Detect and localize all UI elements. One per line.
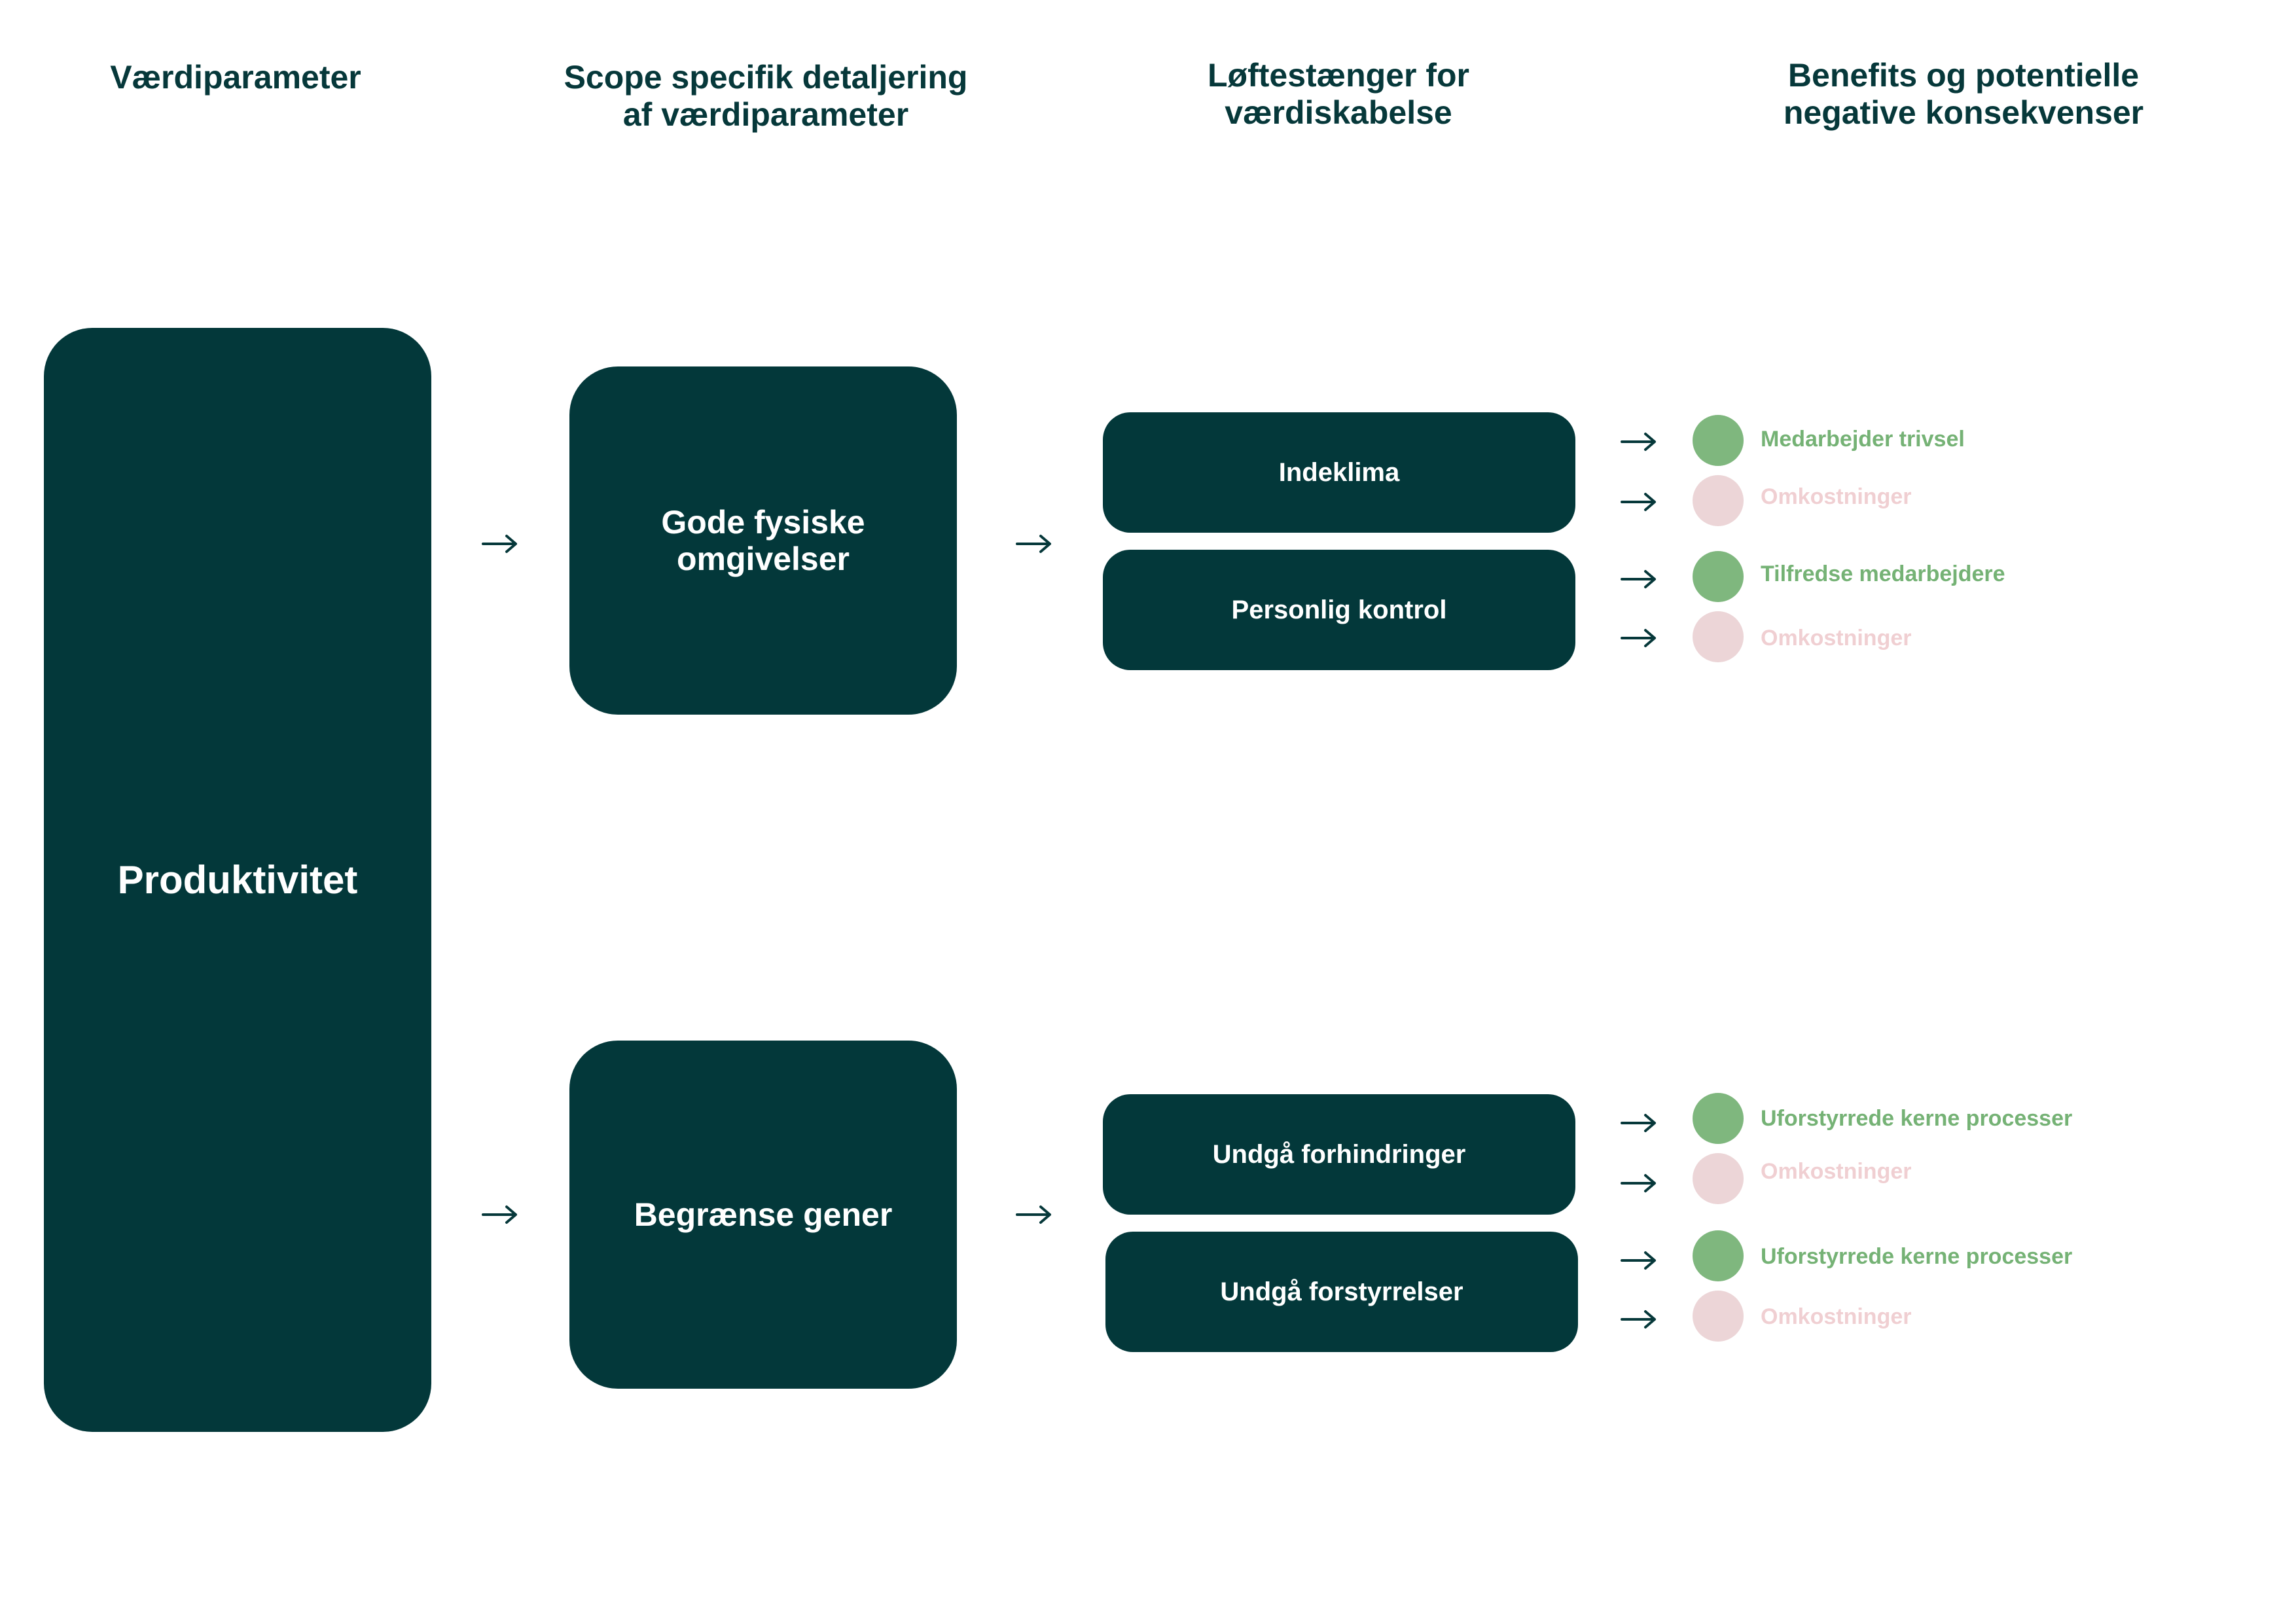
pink-circle-icon [1693, 475, 1744, 526]
arrow-right-icon [1621, 493, 1656, 511]
pink-circle-icon [1693, 1291, 1744, 1342]
arrow-right-icon [482, 1205, 517, 1224]
green-circle-icon [1693, 415, 1744, 466]
pink-circle-icon [1693, 611, 1744, 662]
arrow-right-icon [1016, 535, 1051, 553]
benefit-label: Uforstyrrede kerne processer [1761, 1106, 2073, 1131]
scope-label: Gode fysiske omgivelser [661, 504, 865, 577]
benefit-label: Medarbejder trivsel [1761, 427, 1965, 452]
cost-label: Omkostninger [1761, 626, 1912, 651]
arrow-right-icon [1621, 433, 1656, 451]
lever-box-avoid-disturbances: Undgå forstyrrelser [1105, 1232, 1578, 1352]
arrow-right-icon [1621, 1251, 1656, 1270]
cost-label: Omkostninger [1761, 1304, 1912, 1329]
cost-label: Omkostninger [1761, 1159, 1912, 1184]
arrow-right-icon [1621, 1310, 1656, 1329]
green-circle-icon [1693, 1230, 1744, 1281]
lever-label: Personlig kontrol [1231, 595, 1447, 624]
arrow-right-icon [1621, 570, 1656, 588]
lever-label: Indeklima [1278, 457, 1400, 487]
cost-label: Omkostninger [1761, 484, 1912, 509]
lever-label: Undgå forhindringer [1212, 1139, 1466, 1169]
header-levers: Løftestænger for værdiskabelse [1208, 57, 1469, 131]
scope-label: Begrænse gener [634, 1196, 893, 1233]
scope-box-nuisance: Begrænse gener [569, 1041, 957, 1389]
header-scope-detail: Scope specifik detaljering af værdiparam… [564, 59, 968, 133]
lever-box-avoid-obstacles: Undgå forhindringer [1103, 1094, 1575, 1215]
arrow-right-icon [1016, 1205, 1051, 1224]
arrow-right-icon [1621, 1114, 1656, 1132]
benefit-label: Tilfredse medarbejdere [1761, 562, 2005, 586]
pink-circle-icon [1693, 1153, 1744, 1204]
green-circle-icon [1693, 551, 1744, 602]
arrow-right-icon [482, 535, 517, 553]
green-circle-icon [1693, 1093, 1744, 1144]
arrow-right-icon [1621, 1174, 1656, 1192]
lever-box-personal-control: Personlig kontrol [1103, 550, 1575, 670]
header-benefits: Benefits og potentielle negative konsekv… [1783, 57, 2144, 131]
arrow-right-icon [1621, 629, 1656, 647]
benefit-label: Uforstyrrede kerne processer [1761, 1244, 2073, 1269]
scope-box-physical: Gode fysiske omgivelser [569, 366, 957, 715]
header-value-parameter: Værdiparameter [110, 59, 361, 96]
lever-box-indoor-climate: Indeklima [1103, 412, 1575, 533]
lever-label: Undgå forstyrrelser [1220, 1277, 1463, 1306]
main-parameter-label: Produktivitet [117, 858, 358, 902]
main-parameter-box: Produktivitet [44, 328, 431, 1432]
